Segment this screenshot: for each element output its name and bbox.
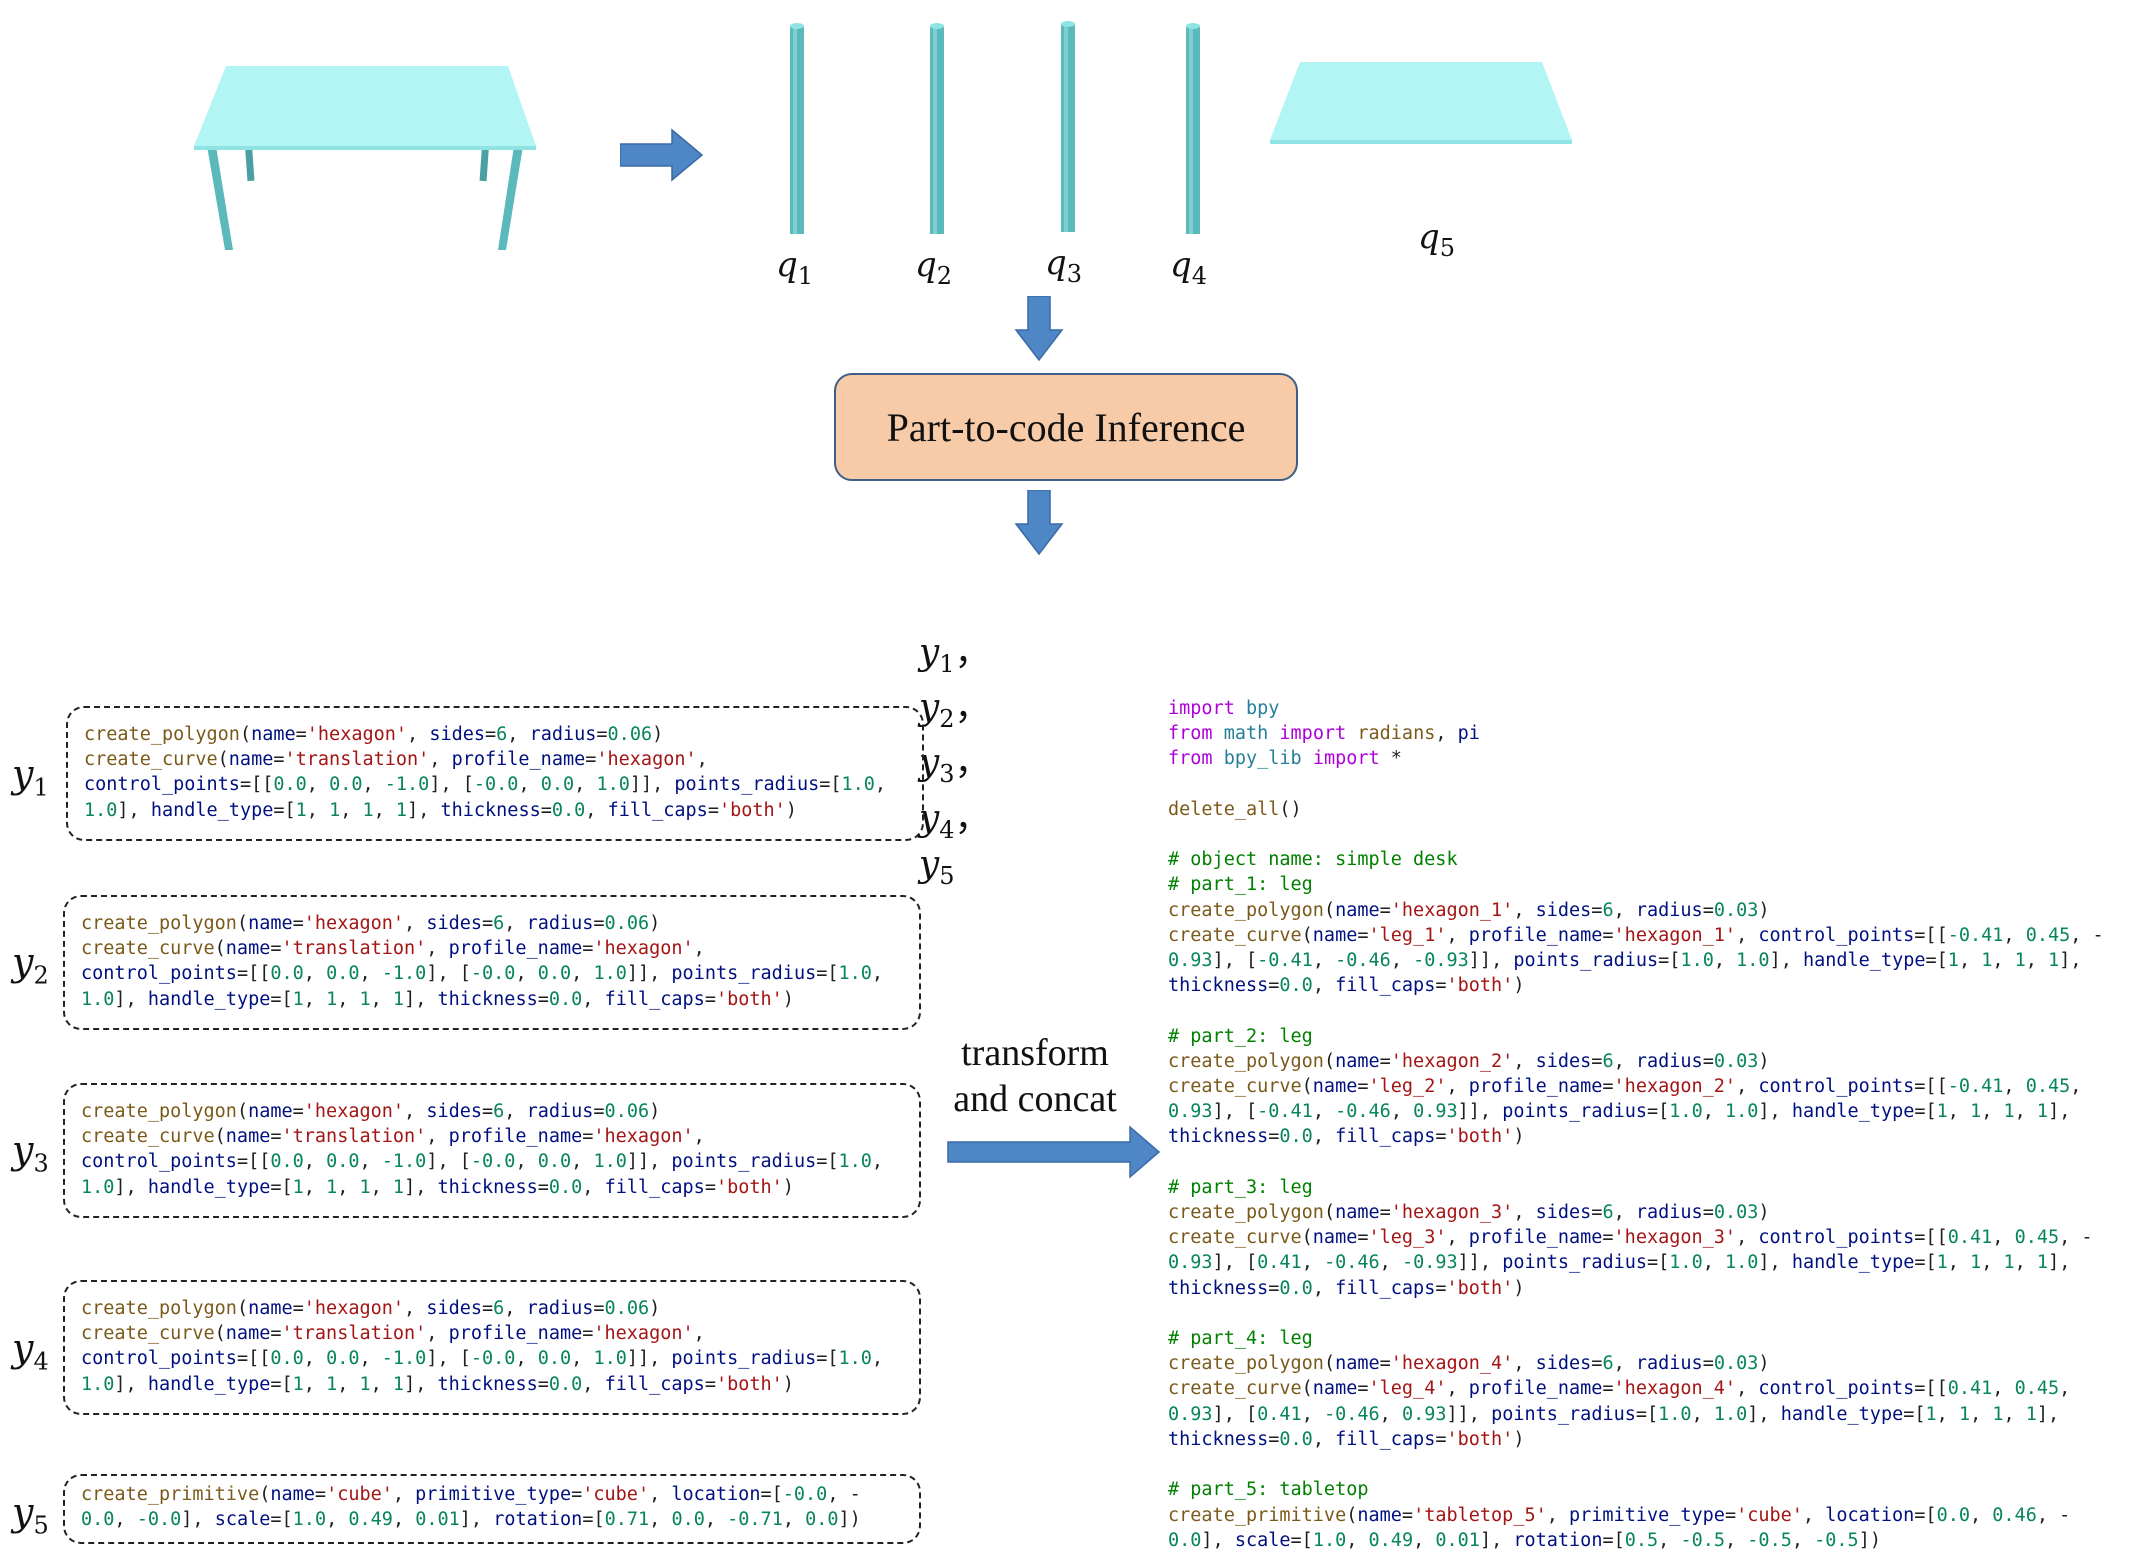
code-text: create_polygon(name='hexagon', sides=6, …	[81, 1296, 905, 1397]
output-y3: y3，	[918, 742, 991, 789]
part-tabletop	[1270, 62, 1572, 144]
part-to-code-inference-box: Part-to-code Inference	[834, 373, 1298, 481]
code-line: create_polygon(name='hexagon_2', sides=6…	[1168, 1050, 1770, 1072]
code-line: control_points=[[0.0, 0.0, -1.0], [-0.0,…	[81, 1151, 884, 1173]
code-line: create_polygon(name='hexagon', sides=6, …	[84, 724, 664, 745]
code-line: from math import radians, pi	[1168, 723, 1480, 745]
transform-concat-label: transform and concat	[950, 1030, 1120, 1122]
output-y4: y4，	[918, 797, 991, 844]
part-label-q2: q2	[915, 245, 953, 290]
code-block-y4: create_polygon(name='hexagon', sides=6, …	[63, 1280, 921, 1415]
code-line: 0.0, -0.0], scale=[1.0, 0.49, 0.01], rot…	[81, 1509, 861, 1531]
code-line: 1.0], handle_type=[1, 1, 1, 1], thicknes…	[81, 1176, 794, 1198]
code-line: create_polygon(name='hexagon_1', sides=6…	[1168, 899, 1770, 921]
part-leg-4	[1186, 23, 1200, 234]
code-line: 1.0], handle_type=[1, 1, 1, 1], thicknes…	[81, 988, 794, 1010]
output-y1: y1，	[918, 632, 991, 679]
code-line: create_polygon(name='hexagon', sides=6, …	[81, 1298, 661, 1319]
code-block-y3: create_polygon(name='hexagon', sides=6, …	[63, 1083, 921, 1218]
code-line: delete_all()	[1168, 798, 1302, 820]
code-line: # object name: simple desk	[1168, 849, 1458, 871]
code-line: 0.93], [-0.41, -0.46, -0.93]], points_ra…	[1168, 950, 2082, 972]
part-label-q3: q3	[1045, 243, 1083, 288]
code-label-y5: y5	[12, 1490, 49, 1540]
code-line: create_curve(name='leg_1', profile_name=…	[1168, 924, 2104, 946]
part-label-q4: q4	[1170, 245, 1208, 290]
code-line: create_curve(name='leg_4', profile_name=…	[1168, 1378, 2071, 1400]
code-line: create_polygon(name='hexagon', sides=6, …	[81, 913, 661, 934]
code-label-y1: y1	[12, 752, 49, 802]
code-block-y2: create_polygon(name='hexagon', sides=6, …	[63, 895, 921, 1030]
part-leg-3	[1061, 21, 1075, 232]
code-line: import bpy	[1168, 698, 1280, 719]
code-line: 0.0], scale=[1.0, 0.49, 0.01], rotation=…	[1168, 1529, 1881, 1551]
output-y2: y2，	[918, 687, 991, 734]
code-block-y5: create_primitive(name='cube', primitive_…	[63, 1474, 921, 1544]
code-line: create_curve(name='translation', profile…	[81, 938, 705, 960]
code-line: 0.93], [0.41, -0.46, 0.93]], points_radi…	[1168, 1403, 2060, 1425]
code-line: thickness=0.0, fill_caps='both')	[1168, 1126, 1525, 1148]
code-line: control_points=[[0.0, 0.0, -1.0], [-0.0,…	[81, 1348, 884, 1370]
desk-front-leg-right	[498, 146, 523, 250]
part-label-q5: q5	[1418, 217, 1456, 262]
arrow-down-2	[1014, 490, 1064, 556]
code-line: control_points=[[0.0, 0.0, -1.0], [-0.0,…	[84, 774, 887, 796]
code-line: from bpy_lib import *	[1168, 748, 1402, 770]
final-code: import bpy from math import radians, pi …	[1168, 696, 2104, 1553]
desk-front-leg-left	[207, 146, 233, 250]
transform-label-line1: transform	[961, 1032, 1109, 1074]
code-line: 0.93], [-0.41, -0.46, 0.93]], points_rad…	[1168, 1101, 2071, 1123]
code-line: create_curve(name='translation', profile…	[81, 1126, 705, 1148]
code-label-y2: y2	[12, 940, 49, 990]
code-line: create_polygon(name='hexagon_4', sides=6…	[1168, 1353, 1770, 1375]
code-line: # part_1: leg	[1168, 874, 1313, 896]
part-leg-2	[930, 23, 944, 234]
code-line: create_curve(name='leg_2', profile_name=…	[1168, 1076, 2082, 1098]
code-label-y3: y3	[12, 1128, 49, 1178]
inference-box-label: Part-to-code Inference	[886, 404, 1246, 450]
desk-back-leg-right	[479, 144, 490, 182]
code-line: # part_2: leg	[1168, 1025, 1313, 1047]
part-leg-1	[790, 23, 804, 234]
arrow-right-1	[620, 128, 704, 182]
code-line: create_curve(name='translation', profile…	[84, 749, 708, 771]
arrow-down-1	[1014, 296, 1064, 362]
code-line: create_primitive(name='cube', primitive_…	[81, 1484, 861, 1505]
transform-label-line2: and concat	[953, 1078, 1117, 1120]
code-line: create_curve(name='translation', profile…	[81, 1323, 705, 1345]
code-block-y1: create_polygon(name='hexagon', sides=6, …	[66, 706, 924, 841]
output-y5: y5	[918, 843, 955, 890]
code-line: create_polygon(name='hexagon', sides=6, …	[81, 1101, 661, 1122]
code-line: 1.0], handle_type=[1, 1, 1, 1], thicknes…	[81, 1373, 794, 1395]
code-line: # part_5: tabletop	[1168, 1479, 1369, 1501]
code-text: create_polygon(name='hexagon', sides=6, …	[81, 911, 905, 1012]
arrow-right-2	[947, 1125, 1161, 1179]
code-line: create_curve(name='leg_3', profile_name=…	[1168, 1227, 2093, 1249]
part-label-q1: q1	[776, 245, 814, 290]
outputs-list: y1， y2， y3， y4， y5	[896, 582, 991, 890]
desk-tabletop-edge	[194, 146, 536, 150]
code-line: 1.0], handle_type=[1, 1, 1, 1], thicknes…	[84, 799, 797, 821]
code-line: create_primitive(name='tabletop_5', prim…	[1168, 1504, 2071, 1526]
code-line: thickness=0.0, fill_caps='both')	[1168, 1428, 1525, 1450]
code-line: 0.93], [0.41, -0.46, -0.93]], points_rad…	[1168, 1252, 2071, 1274]
code-line: control_points=[[0.0, 0.0, -1.0], [-0.0,…	[81, 963, 884, 985]
code-line: thickness=0.0, fill_caps='both')	[1168, 1277, 1525, 1299]
code-label-y4: y4	[12, 1326, 49, 1376]
code-line: # part_4: leg	[1168, 1328, 1313, 1350]
desk-illustration	[194, 66, 536, 250]
code-text: create_primitive(name='cube', primitive_…	[81, 1482, 905, 1532]
desk-back-leg-left	[244, 144, 255, 182]
desk-tabletop	[194, 66, 536, 146]
code-line: # part_3: leg	[1168, 1176, 1313, 1198]
code-line: create_polygon(name='hexagon_3', sides=6…	[1168, 1202, 1770, 1224]
code-text: create_polygon(name='hexagon', sides=6, …	[84, 722, 908, 823]
code-line: thickness=0.0, fill_caps='both')	[1168, 975, 1525, 997]
code-text: create_polygon(name='hexagon', sides=6, …	[81, 1099, 905, 1200]
